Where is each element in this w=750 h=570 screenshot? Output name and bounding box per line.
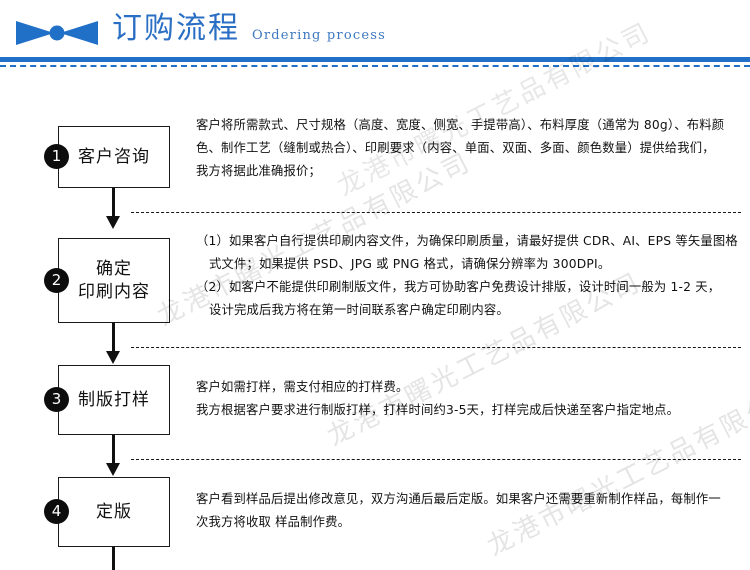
step-description-1: 客户将所需款式、尺寸规格（高度、宽度、侧宽、手提带高）、布料厚度（通常为 80g… [196,114,744,183]
flow-step-1: 客户咨询 1 客户将所需款式、尺寸规格（高度、宽度、侧宽、手提带高）、布料厚度（… [0,70,750,188]
flow-step-3: 制版打样 3 客户如需打样，需支付相应的打样费。 我方根据客户要求进行制版打样，… [0,365,750,465]
header-dashed-rule [0,65,750,67]
step-text-line: （1）如果客户自行提供印刷内容文件，为确保印刷质量，请最好提供 CDR、AI、E… [196,234,738,248]
step-box-3: 制版打样 [58,365,170,435]
flow-connector-2-3 [0,323,750,365]
step-text-line: 客户将所需款式、尺寸规格（高度、宽度、侧宽、手提带高）、布料厚度（通常为 80g… [196,118,725,132]
header-solid-rule [0,57,750,62]
step-description-3: 客户如需打样，需支付相应的打样费。 我方根据客户要求进行制版打样，打样时间约3-… [196,376,744,422]
page-header: 订购流程 Ordering process [0,0,750,56]
step-text-line: 客户看到样品后提出修改意见，双方沟通后最后定版。如果客户还需要重新制作样品，每制… [196,492,721,506]
flow-connector-1-2 [0,188,750,230]
step-box-1: 客户咨询 [58,126,170,188]
step-number-badge-4: 4 [44,499,69,524]
step-number-badge-1: 1 [44,144,69,169]
page-title: 订购流程 [112,11,240,46]
step-text-line: 客户如需打样，需支付相应的打样费。 [196,380,409,394]
section-separator-1 [131,212,741,213]
flow-connector-3-4 [0,435,750,477]
step-text-line: 色、制作工艺（缝制或热合）、印刷要求（内容、单面、双面、多面、颜色数量）提供给我… [196,141,715,155]
flow-step-2: 确定 印刷内容 2 （1）如果客户自行提供印刷内容文件，为确保印刷质量，请最好提… [0,230,750,340]
step-description-4: 客户看到样品后提出修改意见，双方沟通后最后定版。如果客户还需要重新制作样品，每制… [196,488,744,534]
step-box-2: 确定 印刷内容 [58,238,170,323]
step-box-4: 定版 [58,477,170,547]
step-box-label-1: 客户咨询 [78,146,150,167]
step-text-line: 式文件；如果提供 PSD、JPG 或 PNG 格式，请确保分辨率为 300DPI… [209,257,611,271]
step-number-badge-2: 2 [44,268,69,293]
flow-step-4: 定版 4 客户看到样品后提出修改意见，双方沟通后最后定版。如果客户还需要重新制作… [0,477,750,570]
step-text-line: 我方将据此准确报价； [196,164,321,178]
step-text-line: （2）如客户不能提供印刷制版文件，我方可协助客户免费设计排版，设计时间一般为 1… [196,280,721,294]
step-text-line: 次我方将收取 样品制作费。 [196,515,351,529]
bowtie-arrows-icon [14,20,100,46]
section-separator-2 [131,347,741,348]
step-description-2: （1）如果客户自行提供印刷内容文件，为确保印刷质量，请最好提供 CDR、AI、E… [196,230,744,322]
flow-connector-4-next [0,547,750,570]
section-separator-3 [131,459,741,460]
flow-diagram: 客户咨询 1 客户将所需款式、尺寸规格（高度、宽度、侧宽、手提带高）、布料厚度（… [0,70,750,570]
page-subtitle: Ordering process [252,28,386,43]
step-text-line: 我方根据客户要求进行制版打样，打样时间约3-5天，打样完成后快递至客户指定地点。 [196,403,680,417]
step-number-badge-3: 3 [44,387,69,412]
step-box-label-2: 确定 印刷内容 [78,258,150,302]
step-box-label-4: 定版 [96,501,132,522]
step-box-label-3: 制版打样 [78,389,150,410]
step-text-line: 设计完成后我方将在第一时间联系客户确定印刷内容。 [209,303,509,317]
